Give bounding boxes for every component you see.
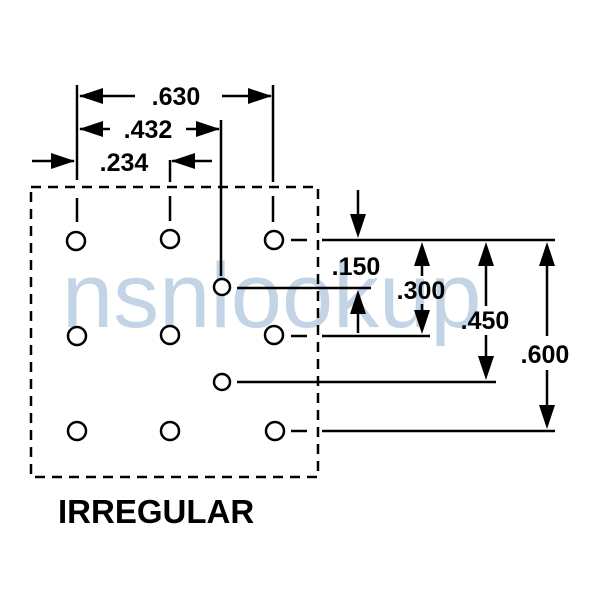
- pin: [263, 324, 285, 346]
- arrowhead: [51, 153, 75, 169]
- pin: [212, 277, 232, 297]
- pin: [66, 325, 88, 347]
- arrowhead: [196, 121, 220, 137]
- pattern-title: IRREGULAR: [58, 493, 254, 530]
- pin: [159, 324, 181, 346]
- arrowhead: [350, 214, 366, 238]
- pin: [65, 230, 87, 252]
- arrowhead: [79, 88, 103, 104]
- arrowhead: [414, 242, 430, 266]
- pin: [159, 420, 181, 442]
- dimension-630: .630: [79, 83, 272, 111]
- dimension-label: .432: [124, 116, 173, 144]
- pin: [263, 229, 285, 251]
- pin: [264, 420, 286, 442]
- dimension-label: .630: [152, 83, 201, 111]
- dimension-label: .300: [397, 277, 446, 305]
- dimension-600: .600: [521, 242, 570, 429]
- horizontal-extension-lines: [75, 85, 275, 276]
- pin: [66, 420, 88, 442]
- dimension-234: .234: [32, 149, 212, 177]
- dimension-label: .234: [100, 149, 149, 177]
- dimension-450: .450: [461, 242, 510, 380]
- dimension-432: .432: [79, 116, 220, 144]
- pin: [212, 372, 232, 392]
- dimension-150: .150: [332, 190, 381, 333]
- arrowhead: [248, 88, 272, 104]
- dimension-label: .450: [461, 307, 510, 335]
- arrowhead: [171, 153, 195, 169]
- pin: [159, 228, 181, 250]
- connector-outline: [29, 185, 320, 479]
- arrowhead: [539, 405, 555, 429]
- dimension-300: .300: [397, 242, 446, 334]
- vertical-extension-lines: [237, 238, 555, 433]
- arrowhead: [539, 242, 555, 266]
- arrowhead: [350, 290, 366, 314]
- dimension-label: .600: [521, 341, 570, 369]
- arrowhead: [478, 242, 494, 266]
- arrowhead: [79, 121, 103, 137]
- pin-grid: [65, 228, 286, 442]
- dimension-label: .150: [332, 253, 381, 281]
- arrowhead: [414, 310, 430, 334]
- arrowhead: [478, 356, 494, 380]
